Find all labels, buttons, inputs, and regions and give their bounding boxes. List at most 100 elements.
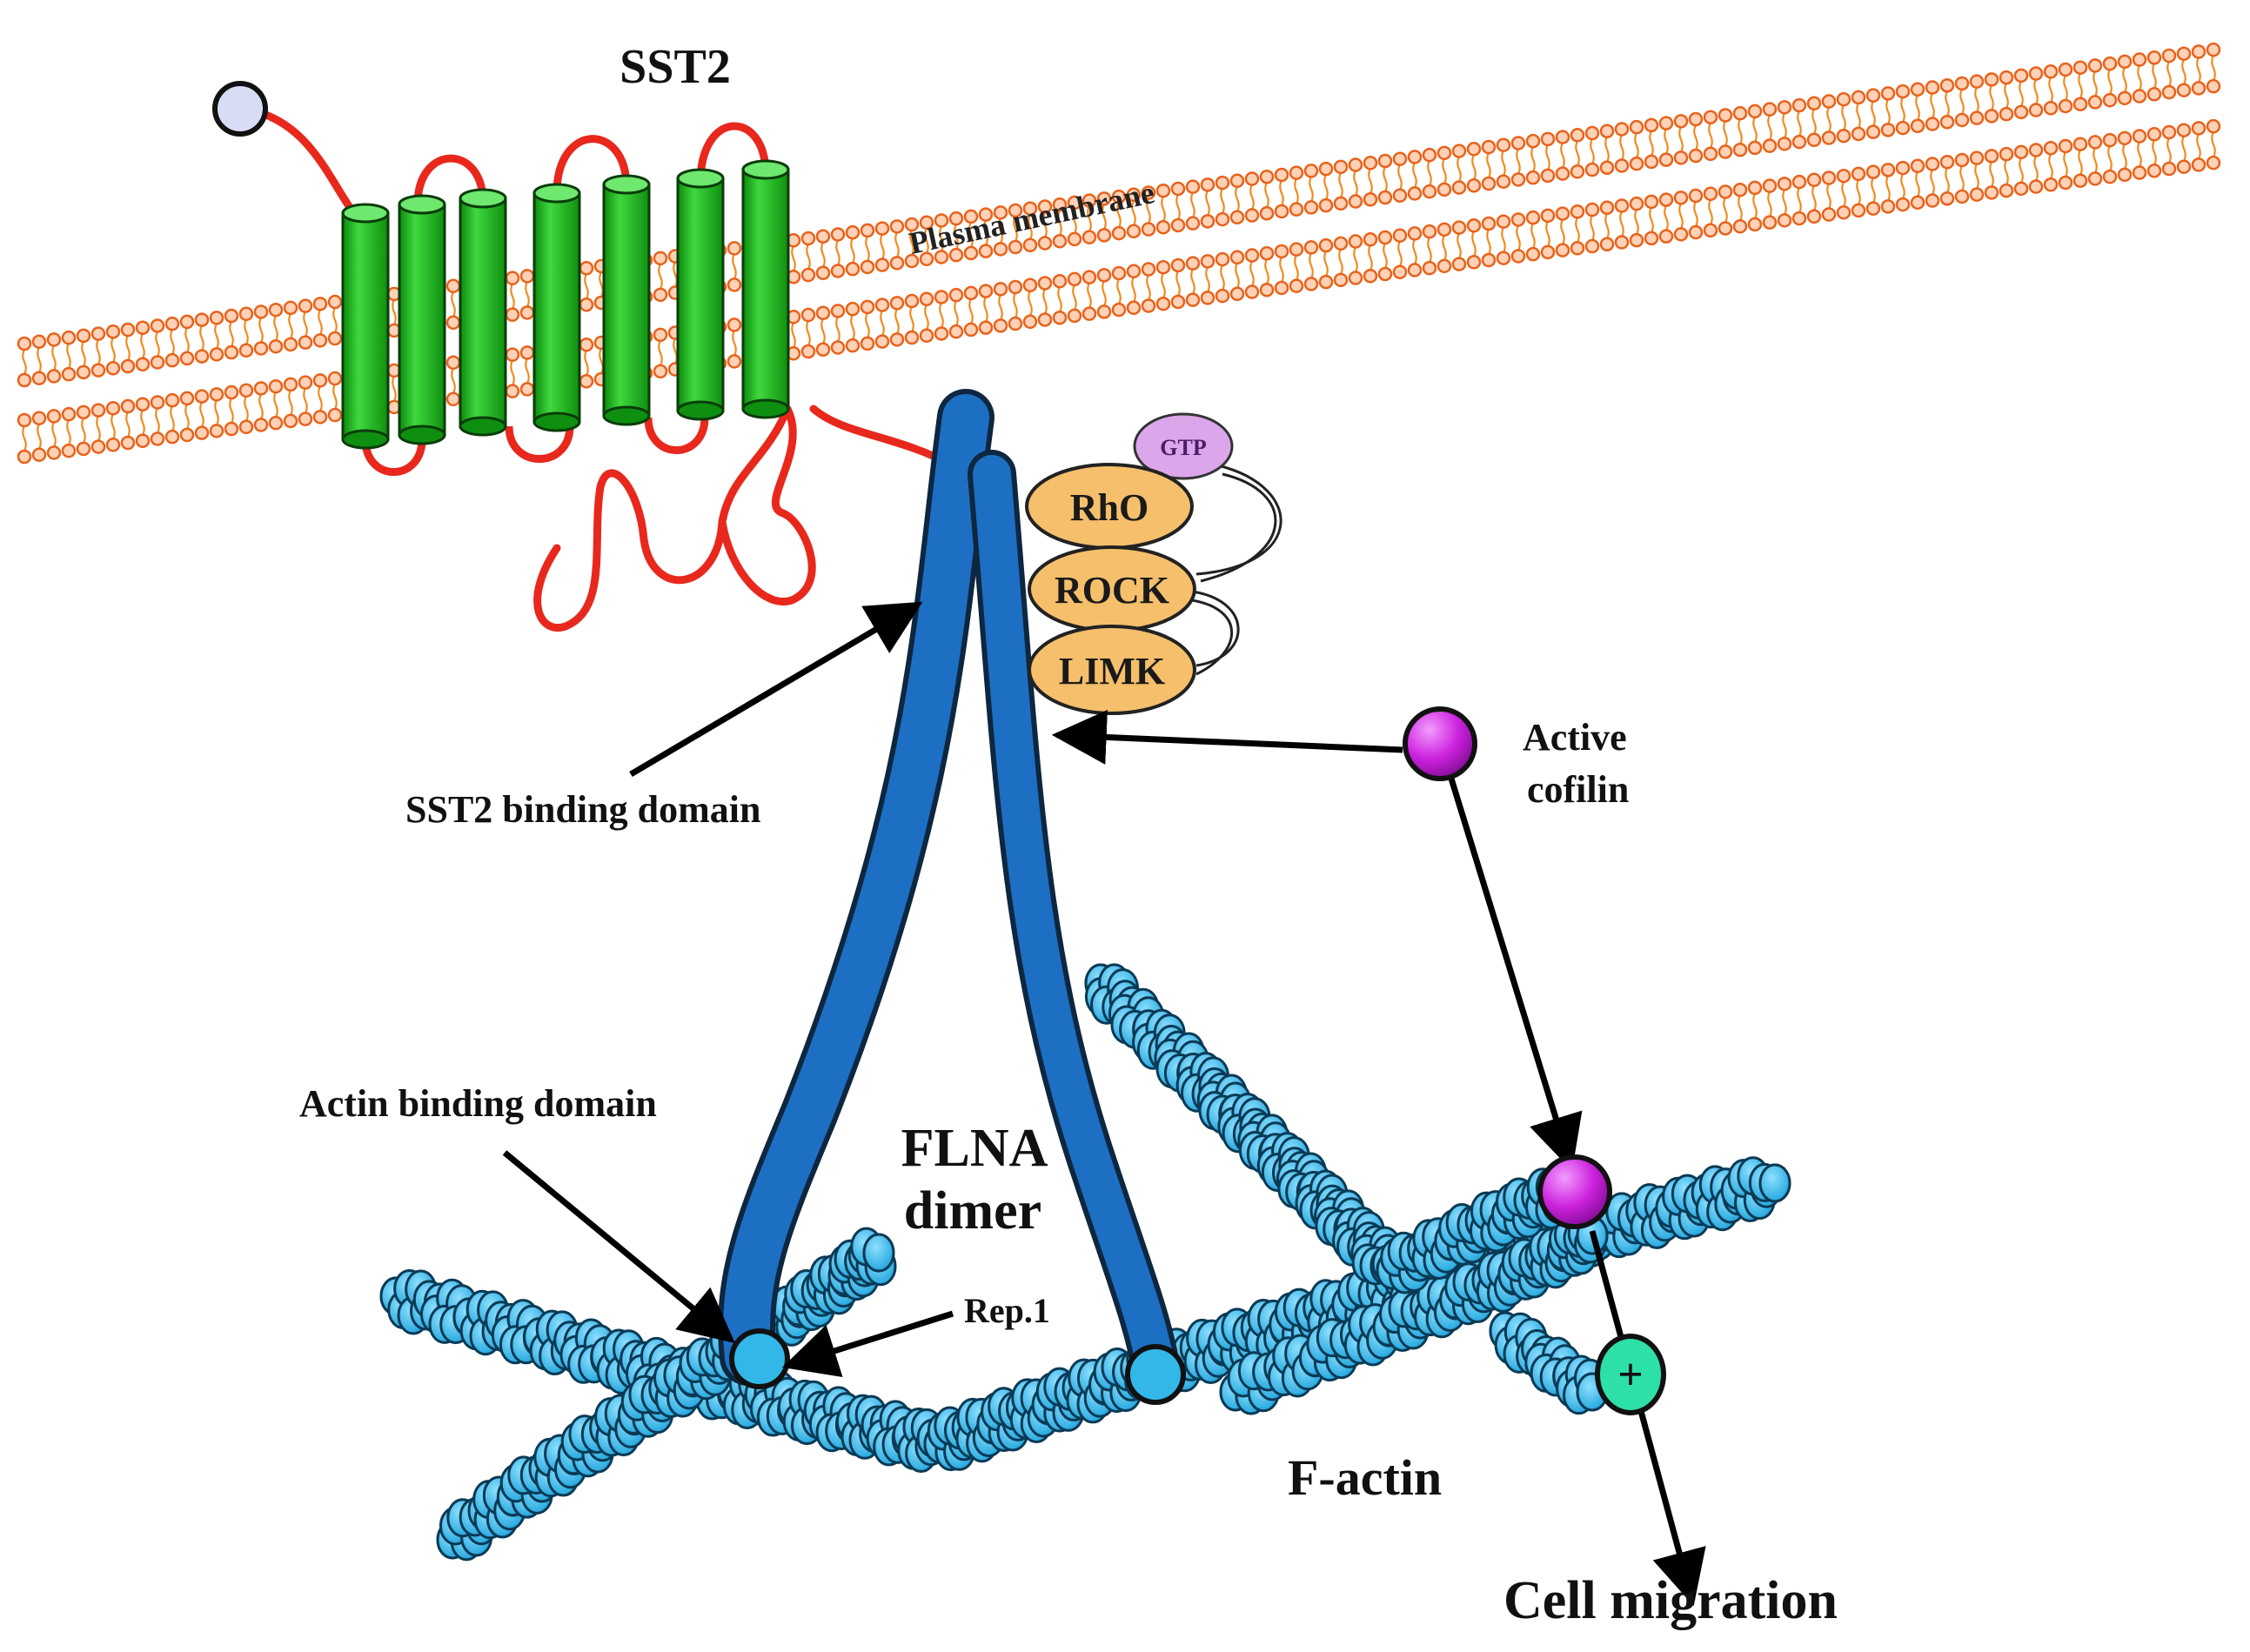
intracellular-loop [644,417,709,454]
lipid-tail [1235,262,1240,290]
lipid-head [1422,184,1437,199]
lipid-tail [939,302,944,329]
lipid-head [268,338,284,354]
lipid-head [2073,60,2088,75]
lipid-head [283,300,298,316]
lipid-tail [2137,64,2142,91]
lipid-head [209,311,224,325]
lipid-head [1229,173,1245,189]
sst2-binding-domain-label: SST2 binding domain [405,788,760,831]
lipid-head [1436,258,1452,274]
lipid-tail [1161,195,1166,223]
lipid-head [2013,68,2029,84]
lipid-head [978,244,994,258]
lipid-head [1363,192,1378,207]
actin-filament [1084,963,1409,1290]
lipid-head [2087,135,2103,150]
lipid-head [653,364,668,379]
lipid-head [1821,94,1837,109]
lipid-head [1806,132,1822,148]
lipid-tail [1042,211,1048,238]
lipid-tail [1826,106,1831,133]
lipid-tail [1915,171,1920,198]
lipid-head [1865,88,1881,103]
lipid-head [919,328,934,344]
lipid-head [1333,272,1349,288]
lipid-tail [1486,228,1491,256]
rock-label: ROCK [1055,569,1169,612]
lipid-tail [835,316,840,343]
lipid-head [1658,192,1674,207]
lipid-tail [909,229,914,257]
lipid-head [1200,291,1215,305]
lipid-head [238,419,254,435]
lipid-head [1954,152,1970,168]
lipid-head [1451,220,1467,235]
lipid-head [179,391,195,406]
lipid-head [948,324,964,339]
lipid-tail [1249,184,1255,211]
lipid-head [17,372,32,388]
lipid-head [505,307,520,322]
lipid-tail [1072,284,1077,311]
lipid-head [194,349,210,364]
lipid-tail [1323,250,1329,278]
lipid-head [1481,139,1497,155]
lipid-head [2073,137,2088,151]
lipid-head [1289,165,1304,180]
lipid-head [1170,217,1186,233]
lipid-tail [1974,163,1979,191]
lipid-head [17,449,32,465]
lipid-head [1629,156,1644,171]
lipid-tail [1471,153,1477,181]
lipid-head [1747,180,1763,196]
lipid-head [327,407,343,423]
lipid-head [105,324,121,339]
lipid-head [298,411,313,426]
lipid-head [993,205,1008,220]
extracellular-loop [413,154,487,205]
lipid-head [61,366,77,382]
lipid-tail [1826,183,1831,210]
lipid-head [1925,193,1940,208]
lipid-head [1407,186,1423,201]
lipid-tail [2152,62,2157,90]
lipid-head [150,318,165,333]
lipid-head [2206,118,2221,134]
receptor-c-terminus [533,405,957,632]
lipid-head [1954,112,1970,128]
lipid-head [2117,167,2133,183]
lipid-head [2013,181,2029,197]
lipid-head [1510,136,1526,150]
lipid-tail [1072,207,1077,235]
lipid-head [2191,121,2206,136]
lipid-head [1836,91,1852,107]
lipid-head [2028,103,2044,117]
lipid-head [1644,231,1659,246]
lipid-head [653,287,668,303]
lipid-tail [1338,171,1343,199]
lipid-head [1363,232,1378,247]
lipid-head [1673,191,1689,205]
lipid-tail [1353,246,1358,273]
lipid-tail [1959,164,1965,192]
lipid-head [2087,58,2103,73]
lipid-tail [2019,157,2024,184]
lipid-tail [81,417,86,445]
lipid-tail [51,421,57,448]
lipid-head [1377,153,1393,169]
lipid-head [978,207,994,222]
cell-migration-label: Cell migration [1503,1571,1838,1630]
lipid-head [963,209,979,224]
lipid-head [2073,173,2088,188]
lipid-head [1392,228,1408,243]
lipid-head [76,405,91,420]
lipid-head [105,401,121,416]
lipid-tail [1279,179,1284,207]
lipid-tail [1782,188,1787,216]
lipid-head [120,398,136,414]
lipid-head [2191,81,2206,96]
lipid-tail [125,411,131,438]
lipid-head [1999,70,2014,85]
lipid-head [1570,128,1585,143]
